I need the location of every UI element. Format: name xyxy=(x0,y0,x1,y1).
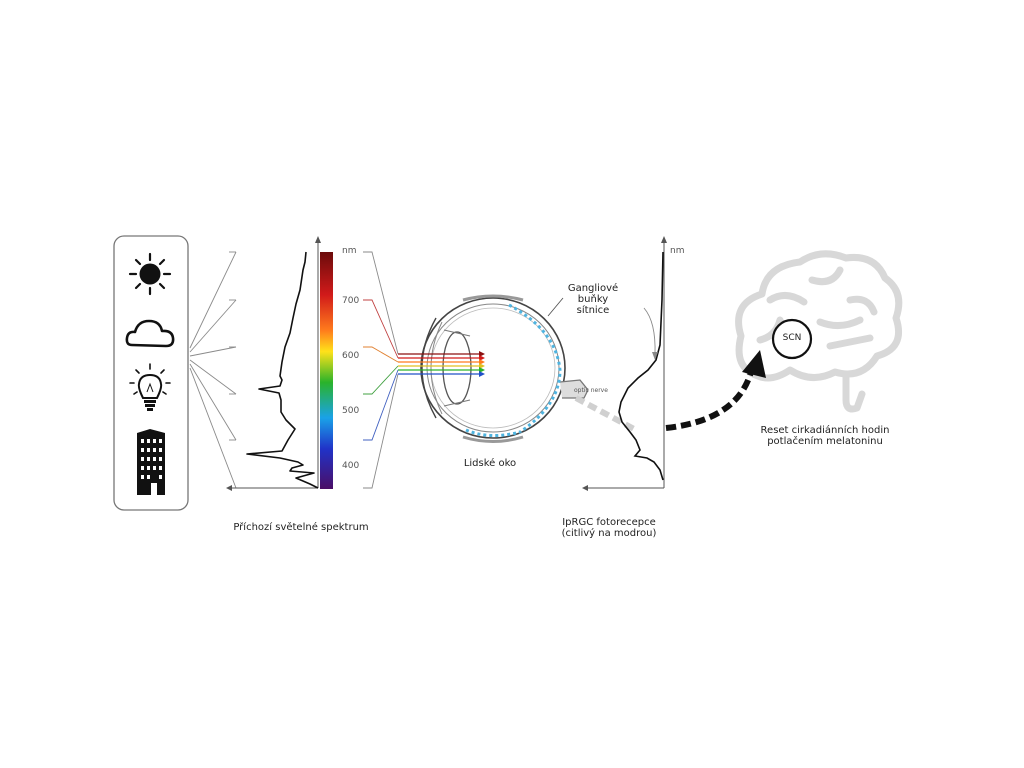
cloud-icon xyxy=(125,319,175,348)
iprgc-curve-pointer xyxy=(643,307,656,355)
spectrum-tick-500: 500 xyxy=(342,406,360,416)
signal-arrow-head xyxy=(742,350,766,378)
eye-globe xyxy=(420,297,566,439)
spectrum-tick-400: 400 xyxy=(342,461,360,471)
visible-spectrum-bar xyxy=(320,252,333,489)
iprgc-unit-label: nm xyxy=(670,246,685,256)
lens xyxy=(442,331,472,405)
iprgc-axes xyxy=(582,236,667,491)
retina-label: Gangliové buňky sítnice xyxy=(567,283,619,316)
eye-illustration xyxy=(420,294,589,443)
spectrum-tick-600: 600 xyxy=(342,351,360,361)
building-icon xyxy=(137,429,165,495)
light-rays xyxy=(398,351,485,377)
sources-panel xyxy=(113,235,189,511)
nerve-signal-beam xyxy=(574,395,638,433)
light-bulb-icon xyxy=(129,363,171,411)
incoming-spectrum-curve xyxy=(246,251,319,489)
cornea xyxy=(421,317,437,419)
signal-arrow xyxy=(665,367,755,431)
sun-icon xyxy=(128,252,172,296)
scn-label: SCN xyxy=(782,333,802,343)
brain-caption: Reset cirkadiánních hodin potlačením mel… xyxy=(760,425,890,447)
retina-cells-dots xyxy=(508,303,562,434)
spectrum-axes xyxy=(226,236,321,491)
source-funnel-lines xyxy=(189,251,237,489)
eye-caption: Lidské oko xyxy=(463,458,517,469)
spectrum-tick-700: 700 xyxy=(342,296,360,306)
optic-nerve-label: optic nerve xyxy=(574,387,608,394)
iprgc-caption: IpRGC fotorecepce (citlivý na modrou) xyxy=(561,517,657,539)
iprgc-pointer-head xyxy=(652,352,658,360)
spectrum-caption: Příchozí světelné spektrum xyxy=(233,522,369,533)
spectrum-unit-label: nm xyxy=(342,246,357,256)
retina-label-leader xyxy=(547,297,564,317)
brain-outline xyxy=(735,250,903,413)
iprgc-sensitivity-curve xyxy=(618,251,664,481)
scn-circle xyxy=(771,318,813,360)
spectrum-to-eye-lines xyxy=(363,251,399,489)
